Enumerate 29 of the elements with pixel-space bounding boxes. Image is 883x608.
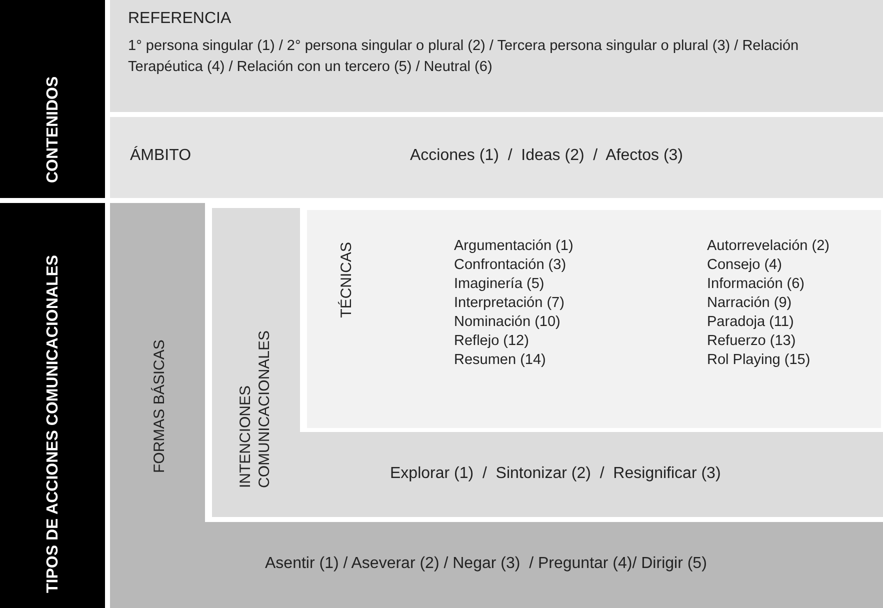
list-item: Nominación (10) — [454, 314, 560, 330]
list-item: Rol Playing (15) — [707, 352, 810, 368]
content-band — [110, 117, 883, 198]
list-item: Refuerzo (13) — [707, 333, 796, 349]
list-item: Reflejo (12) — [454, 333, 529, 349]
section-heading: CONTENIDOS — [43, 76, 62, 183]
band-text: Acciones (1) / Ideas (2) / Afectos (3) — [410, 147, 683, 165]
content-band — [110, 0, 883, 112]
list-item: Resumen (14) — [454, 352, 546, 368]
band-heading: REFERENCIA — [128, 10, 232, 28]
vertical-heading: TÉCNICAS — [337, 242, 356, 318]
list-item: Narración (9) — [707, 295, 792, 311]
vertical-heading: INTENCIONES COMUNICACIONALES — [236, 329, 274, 488]
band-text: Asentir (1) / Aseverar (2) / Negar (3) / Preguntar (4)/ Dirigir (5) — [265, 555, 707, 573]
band-text: Explorar (1) / Sintonizar (2) / Resignificar (3) — [390, 464, 721, 482]
list-item: Autorrevelación (2) — [707, 238, 830, 254]
list-item: Argumentación (1) — [454, 238, 574, 254]
list-item: Información (6) — [707, 276, 805, 292]
section-heading: TIPOS DE ACCIONES COMUNICACIONALES — [43, 254, 62, 593]
list-item: Consejo (4) — [707, 257, 782, 273]
vertical-heading: FORMAS BÁSICAS — [150, 338, 168, 473]
list-item: Confrontación (3) — [454, 257, 566, 273]
band-text: 1° persona singular (1) / 2° persona singular o plural (2) / Tercera persona singular o plural (3) / Relación Terapéutica (4) / Relación con un tercero (5) / Neutral (6) — [128, 37, 800, 77]
list-item: Paradoja (11) — [707, 314, 794, 330]
section-header-bar — [0, 0, 105, 198]
list-item: Interpretación (7) — [454, 295, 564, 311]
band-heading: ÁMBITO — [130, 147, 192, 165]
list-item: Imaginería (5) — [454, 276, 544, 292]
section-header-bar — [0, 203, 105, 608]
